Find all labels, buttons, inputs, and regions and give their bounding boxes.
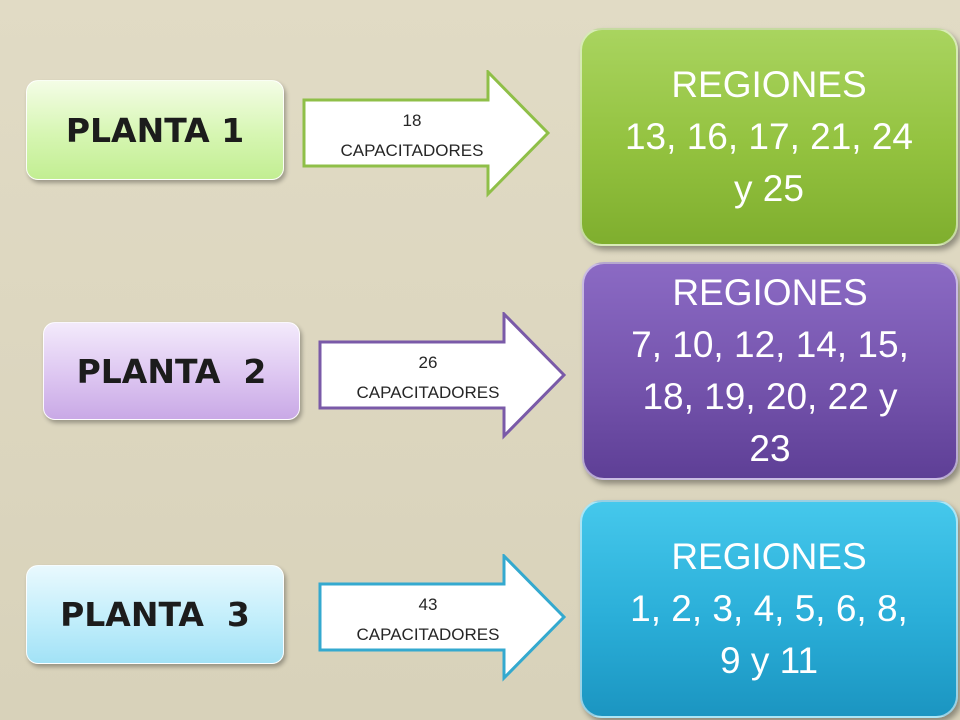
- region-2-title: REGIONES: [672, 272, 868, 313]
- region-1-box: REGIONES 13, 16, 17, 21, 24 y 25: [580, 28, 958, 246]
- plant-1-box: PLANTA 1: [26, 80, 284, 180]
- region-2-line-1: 7, 10, 12, 14, 15,: [631, 324, 909, 365]
- plant-2-box: PLANTA 2: [43, 322, 300, 420]
- arrow-3-shape: [318, 554, 567, 682]
- region-3-line-2: 9 y 11: [719, 640, 819, 681]
- region-1-line-1: 13, 16, 17, 21, 24: [624, 116, 913, 157]
- region-3-box: REGIONES 1, 2, 3, 4, 5, 6, 8, 9 y 11: [580, 500, 958, 718]
- arrow-2: 26 CAPACITADORES: [318, 312, 568, 442]
- arrow-1-unit: CAPACITADORES: [340, 141, 484, 160]
- arrow-2-polygon: [318, 312, 567, 440]
- arrow-1-polygon: [302, 70, 551, 198]
- arrow-3-label: 43 CAPACITADORES: [324, 590, 532, 650]
- arrow-3: 43 CAPACITADORES: [318, 554, 568, 684]
- arrow-1: 18 CAPACITADORES: [302, 70, 552, 200]
- arrow-2-count: 26: [418, 353, 438, 372]
- arrow-2-unit: CAPACITADORES: [356, 383, 500, 402]
- arrow-2-shape: [318, 312, 567, 440]
- region-1-title: REGIONES: [671, 64, 867, 105]
- arrow-1-label: 18 CAPACITADORES: [308, 106, 516, 166]
- plant-1-label: PLANTA 1: [65, 110, 245, 150]
- region-2-line-3: 23: [749, 428, 791, 469]
- arrow-3-count: 43: [418, 595, 438, 614]
- arrow-1-count: 18: [402, 111, 422, 130]
- plant-3-label: PLANTA 3: [60, 595, 250, 634]
- arrow-3-polygon: [318, 554, 567, 682]
- arrow-1-shape: [302, 70, 551, 198]
- arrow-3-unit: CAPACITADORES: [356, 625, 500, 644]
- region-2-box: REGIONES 7, 10, 12, 14, 15, 18, 19, 20, …: [582, 262, 958, 480]
- plant-3-box: PLANTA 3: [26, 565, 284, 664]
- region-3-line-1: 1, 2, 3, 4, 5, 6, 8,: [630, 588, 908, 629]
- region-2-line-2: 18, 19, 20, 22 y: [642, 376, 898, 417]
- region-3-title: REGIONES: [671, 536, 867, 577]
- region-1-line-2: y 25: [734, 168, 804, 209]
- arrow-2-label: 26 CAPACITADORES: [324, 348, 532, 408]
- plant-2-label: PLANTA 2: [76, 351, 267, 391]
